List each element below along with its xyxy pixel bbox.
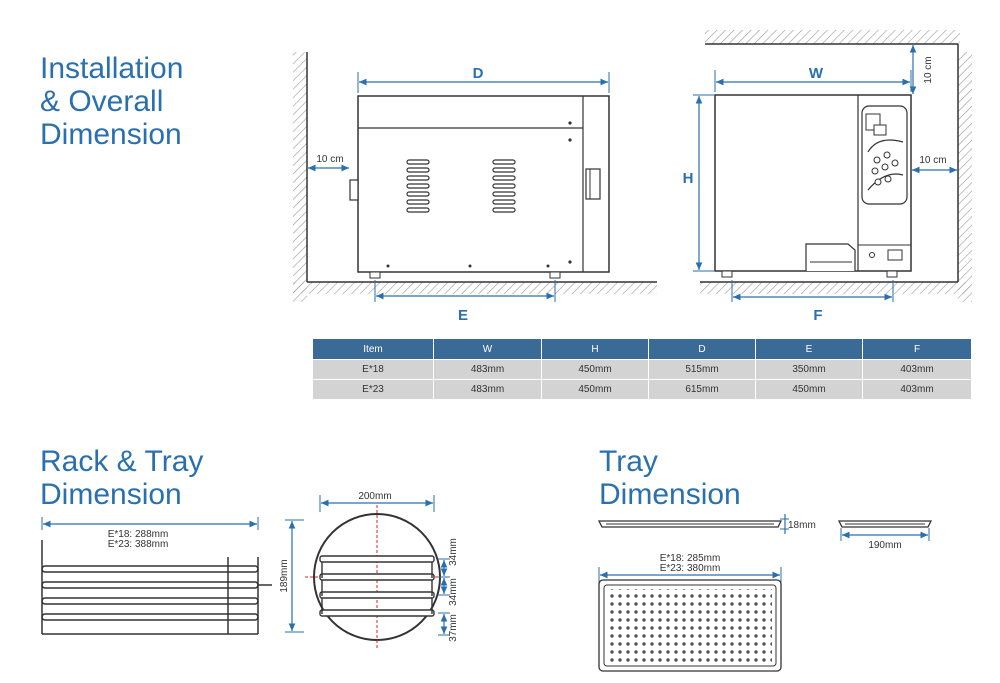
- rack-front-view: 200mm 189mm 34mm 34mm 37mm: [279, 491, 459, 650]
- table-cell: 403mm: [862, 379, 972, 399]
- clearance-label-side: 10 cm: [316, 154, 343, 165]
- heading-line: Installation: [40, 52, 184, 85]
- tray-gap-label-3: 37mm: [448, 614, 459, 642]
- rack-height-label: 189mm: [279, 559, 290, 592]
- table-cell: 450mm: [541, 379, 649, 399]
- heading-line: Tray: [599, 445, 658, 478]
- table-header-h: H: [541, 339, 649, 360]
- table-cell: 350mm: [755, 359, 863, 380]
- power-switch-icon: [887, 249, 903, 261]
- front-view: W 10 cm 10 cm H F: [683, 30, 972, 324]
- tray-length-label-23: E*23: 380mm: [660, 563, 721, 574]
- table-header-d: D: [648, 339, 756, 360]
- floor-hatch: [293, 282, 657, 294]
- table-cell: 450mm: [541, 359, 649, 380]
- rack-width-label: 200mm: [358, 491, 391, 502]
- tray-height-label: 18mm: [788, 520, 816, 531]
- dimension-d-label: D: [473, 65, 484, 82]
- tray-heading: Tray Dimension: [599, 445, 741, 511]
- table-row: E*18 483mm 450mm 515mm 350mm 403mm: [313, 359, 972, 380]
- table-cell: E*23: [313, 379, 434, 399]
- table-cell: 483mm: [433, 359, 542, 380]
- heading-line: Dimension: [599, 478, 741, 511]
- tray-gap-label-2: 34mm: [448, 578, 459, 606]
- clearance-label-top: 10 cm: [923, 56, 934, 83]
- rack-length-label-18: E*18: 288mm: [108, 529, 169, 540]
- rack-side-view: E*18: 288mm E*23: 388mm: [41, 517, 272, 635]
- table-cell: 483mm: [433, 379, 542, 399]
- table-header-w: W: [433, 339, 542, 360]
- clearance-label-right: 10 cm: [919, 155, 946, 166]
- tray-perforation: [608, 589, 772, 662]
- table-cell: 403mm: [862, 359, 972, 380]
- tray-gap-label-1: 34mm: [448, 538, 459, 566]
- table-header-item: Item: [313, 339, 434, 360]
- installation-heading: Installation & Overall Dimension: [40, 52, 183, 151]
- side-view: D 10 cm E: [293, 52, 657, 324]
- tray-top-view: E*18: 285mm E*23: 380mm: [598, 553, 782, 672]
- table-header-e: E: [755, 339, 863, 360]
- tray-side-view: 18mm: [597, 514, 816, 534]
- heading-line: Rack & Tray: [40, 445, 204, 478]
- dimension-h-label: H: [683, 170, 694, 187]
- heading-line: Dimension: [40, 118, 182, 151]
- rack-length-label-23: E*23: 388mm: [108, 539, 169, 550]
- tray-width-label: 190mm: [868, 540, 901, 551]
- vent-left: [406, 159, 430, 213]
- floor-hatch-right: [700, 282, 970, 294]
- table-cell: 515mm: [648, 359, 756, 380]
- table-cell: 615mm: [648, 379, 756, 399]
- vent-right: [492, 159, 516, 213]
- tray-length-label-18: E*18: 285mm: [660, 553, 721, 564]
- tray-end-view: 190mm: [837, 520, 933, 551]
- wall-hatch-right: [958, 52, 972, 302]
- table-header-f: F: [862, 339, 972, 360]
- wall-hatch: [293, 52, 307, 302]
- autoclave-body-side: [357, 95, 610, 273]
- table-header-row: Item W H D E F: [313, 339, 972, 360]
- table-cell: 450mm: [755, 379, 863, 399]
- heading-line: Dimension: [40, 478, 182, 511]
- dimension-f-label: F: [813, 307, 822, 324]
- spec-table: Item W H D E F E*18 483mm 450mm 515mm 35…: [313, 339, 972, 399]
- ceiling-hatch: [705, 30, 960, 44]
- dimension-e-label: E: [458, 307, 468, 324]
- dimension-w-label: W: [809, 65, 824, 82]
- table-cell: E*18: [313, 359, 434, 380]
- table-row: E*23 483mm 450mm 615mm 450mm 403mm: [313, 379, 972, 399]
- heading-line: & Overall: [40, 85, 164, 118]
- rack-heading: Rack & Tray Dimension: [40, 445, 203, 511]
- rack-wire-frame: [41, 540, 272, 635]
